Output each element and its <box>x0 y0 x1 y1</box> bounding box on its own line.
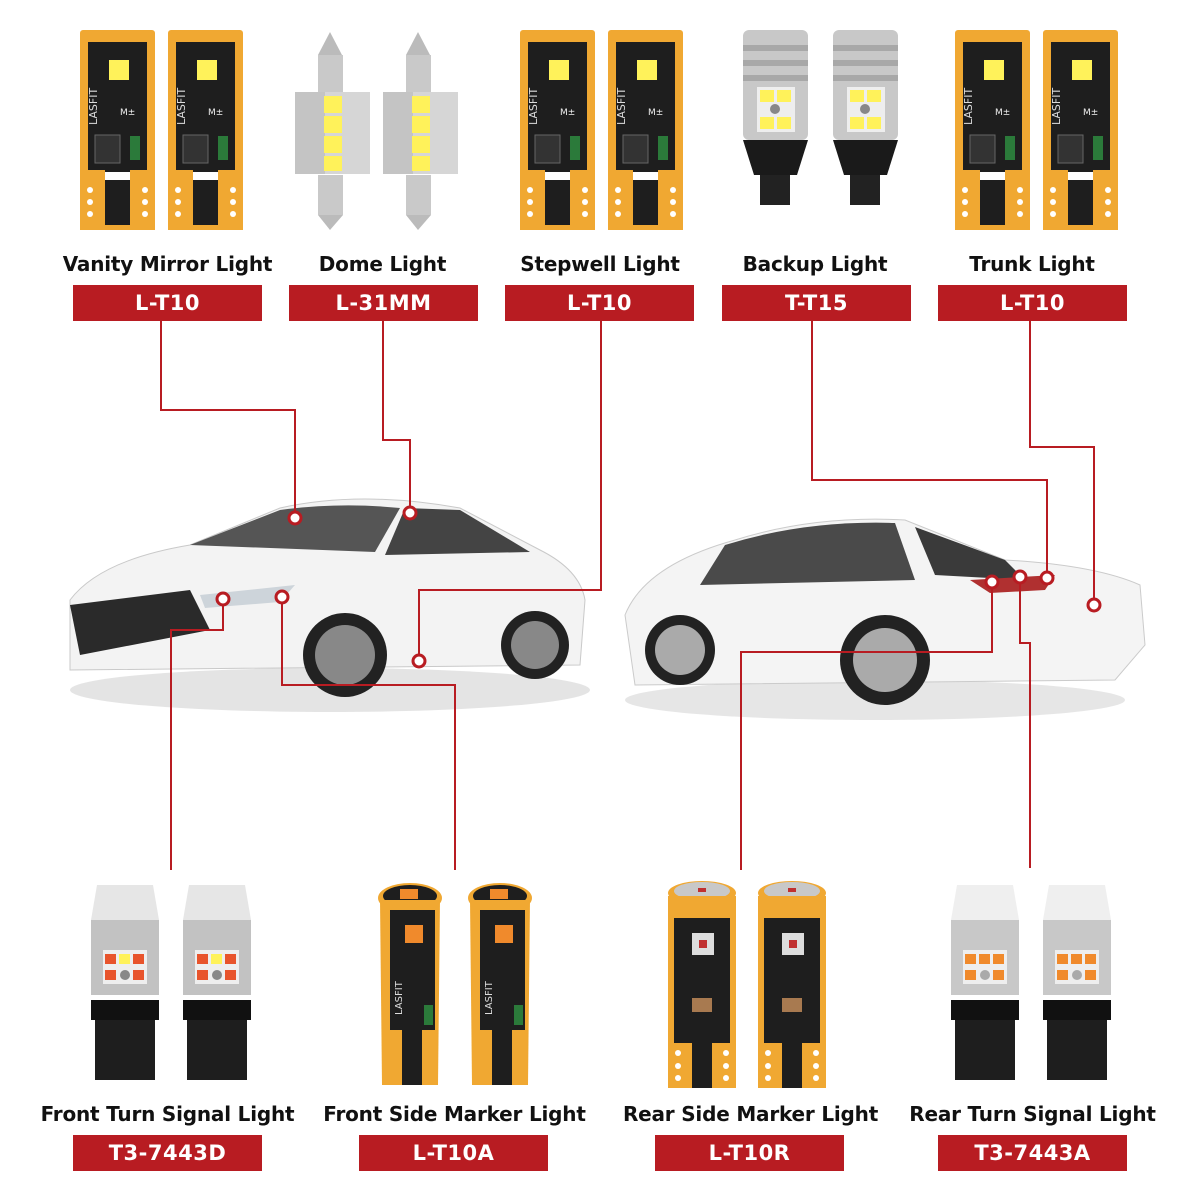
product-title-backup: Backup Light <box>742 252 888 276</box>
product-title-dome: Dome Light <box>318 252 447 276</box>
product-title-vanity-mirror: Vanity Mirror Light <box>62 252 273 276</box>
vanity-mirror-bulb-pair-image: LASFIT M± <box>80 30 244 230</box>
model-badge-vanity-mirror: L-T10 <box>73 285 262 321</box>
model-badge-rear-side-marker: L-T10R <box>655 1135 844 1171</box>
dome-light-bulb-pair-image <box>295 32 458 230</box>
product-title-front-side-marker: Front Side Marker Light <box>323 1102 586 1126</box>
model-badge-backup: T-T15 <box>722 285 911 321</box>
backup-light-bulb-pair-image <box>743 30 898 205</box>
product-title-stepwell: Stepwell Light <box>520 252 680 276</box>
svg-text:LASFIT: LASFIT <box>394 980 405 1015</box>
rear-car-image <box>624 518 1146 720</box>
product-title-front-turn-signal: Front Turn Signal Light <box>40 1102 295 1126</box>
front-turn-signal-bulb-pair-image <box>91 885 251 1080</box>
model-badge-front-turn-signal: T3-7443D <box>73 1135 262 1171</box>
product-title-rear-turn-signal: Rear Turn Signal Light <box>909 1102 1156 1126</box>
model-badge-front-side-marker: L-T10A <box>359 1135 548 1171</box>
product-title-rear-side-marker: Rear Side Marker Light <box>622 1102 879 1126</box>
front-side-marker-bulb-pair-image: LASFIT <box>378 883 532 1085</box>
svg-text:M±: M± <box>120 108 135 118</box>
rear-turn-signal-bulb-pair-image <box>951 885 1111 1080</box>
product-title-trunk: Trunk Light <box>969 252 1095 276</box>
rear-side-marker-bulb-pair-image <box>668 881 826 1088</box>
model-badge-trunk: L-T10 <box>938 285 1127 321</box>
model-badge-dome: L-31MM <box>289 285 478 321</box>
model-badge-rear-turn-signal: T3-7443A <box>938 1135 1127 1171</box>
front-car-image <box>69 498 590 712</box>
model-badge-stepwell: L-T10 <box>505 285 694 321</box>
svg-text:LASFIT: LASFIT <box>87 88 100 125</box>
